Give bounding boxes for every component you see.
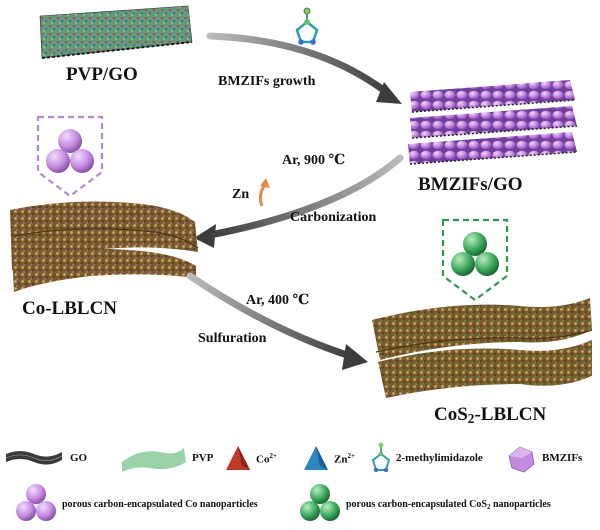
- label-ar-900: Ar, 900 ℃: [282, 153, 346, 168]
- legend-cos2-np-label: porous carbon-encapsulated CoS2 nanopart…: [346, 499, 551, 511]
- legend-pvp-symbol: [122, 448, 186, 472]
- label-ar-400: Ar, 400 ℃: [246, 293, 310, 308]
- cos2-sphere-callout: [441, 218, 509, 302]
- label-cos2-prefix: CoS: [434, 404, 468, 425]
- legend-co-np-symbol: [16, 484, 56, 521]
- legend-zn2-sup: 2+: [347, 452, 355, 460]
- zn-vapor-icon: [258, 178, 270, 207]
- label-cos2-suffix: -LBLCN: [474, 404, 547, 425]
- legend-co2-base: Co: [256, 453, 270, 466]
- legend-cos2-np-prefix: porous carbon-encapsulated CoS: [346, 499, 487, 510]
- legend-cos2-np-symbol: [300, 484, 340, 521]
- legend-go-label: GO: [70, 452, 88, 464]
- label-bmzifs-go: BMZIFs/GO: [418, 174, 523, 195]
- label-pvp-go: PVP/GO: [66, 64, 138, 85]
- legend-co2-label: Co2+: [256, 452, 277, 466]
- cos2-lblcn-layers: [372, 298, 593, 398]
- label-cos2-subscript: 2: [467, 411, 475, 427]
- arrow-bmzifs-growth: [206, 32, 402, 104]
- legend-methylimidazole-label: 2-methylimidazole: [396, 452, 483, 464]
- co-sphere-callout: [36, 115, 104, 198]
- legend-cos2-np-sub: 2: [486, 502, 491, 511]
- legend-cos2-np-suffix: nanoparticles: [490, 499, 551, 510]
- methylimidazole-icon-top: [295, 7, 319, 45]
- arrow-carbonization: [194, 154, 404, 248]
- legend-methylimidazole-symbol: [371, 442, 391, 473]
- legend-co-np-label: porous carbon-encapsulated Co nanopartic…: [62, 499, 258, 510]
- label-co-lblcn: Co-LBLCN: [22, 298, 118, 319]
- label-zn: Zn: [232, 187, 250, 202]
- legend-zn2-label: Zn2+: [334, 452, 355, 466]
- legend-co2-sup: 2+: [269, 452, 277, 460]
- legend-bmzifs-label: BMZIFs: [542, 452, 583, 464]
- legend-zn2-base: Zn: [334, 453, 348, 466]
- label-carbonization: Carbonization: [290, 210, 377, 225]
- label-sulfuration: Sulfuration: [198, 331, 267, 346]
- pvp-go-sheet: [39, 5, 193, 59]
- legend-pvp-label: PVP: [192, 452, 214, 464]
- legend-zn2-symbol: [304, 446, 328, 470]
- legend-go-symbol: [5, 451, 63, 465]
- legend-bmzifs-symbol: [508, 446, 535, 473]
- label-bmzifs-growth: BMZIFs growth: [218, 74, 316, 89]
- bmzifs-go-stack: [408, 80, 578, 165]
- co-lblcn-layers: [10, 201, 199, 292]
- legend-co2-symbol: [226, 446, 250, 470]
- label-cos2-lblcn: CoS2-LBLCN: [434, 404, 546, 426]
- arrow-sulfuration: [186, 272, 368, 370]
